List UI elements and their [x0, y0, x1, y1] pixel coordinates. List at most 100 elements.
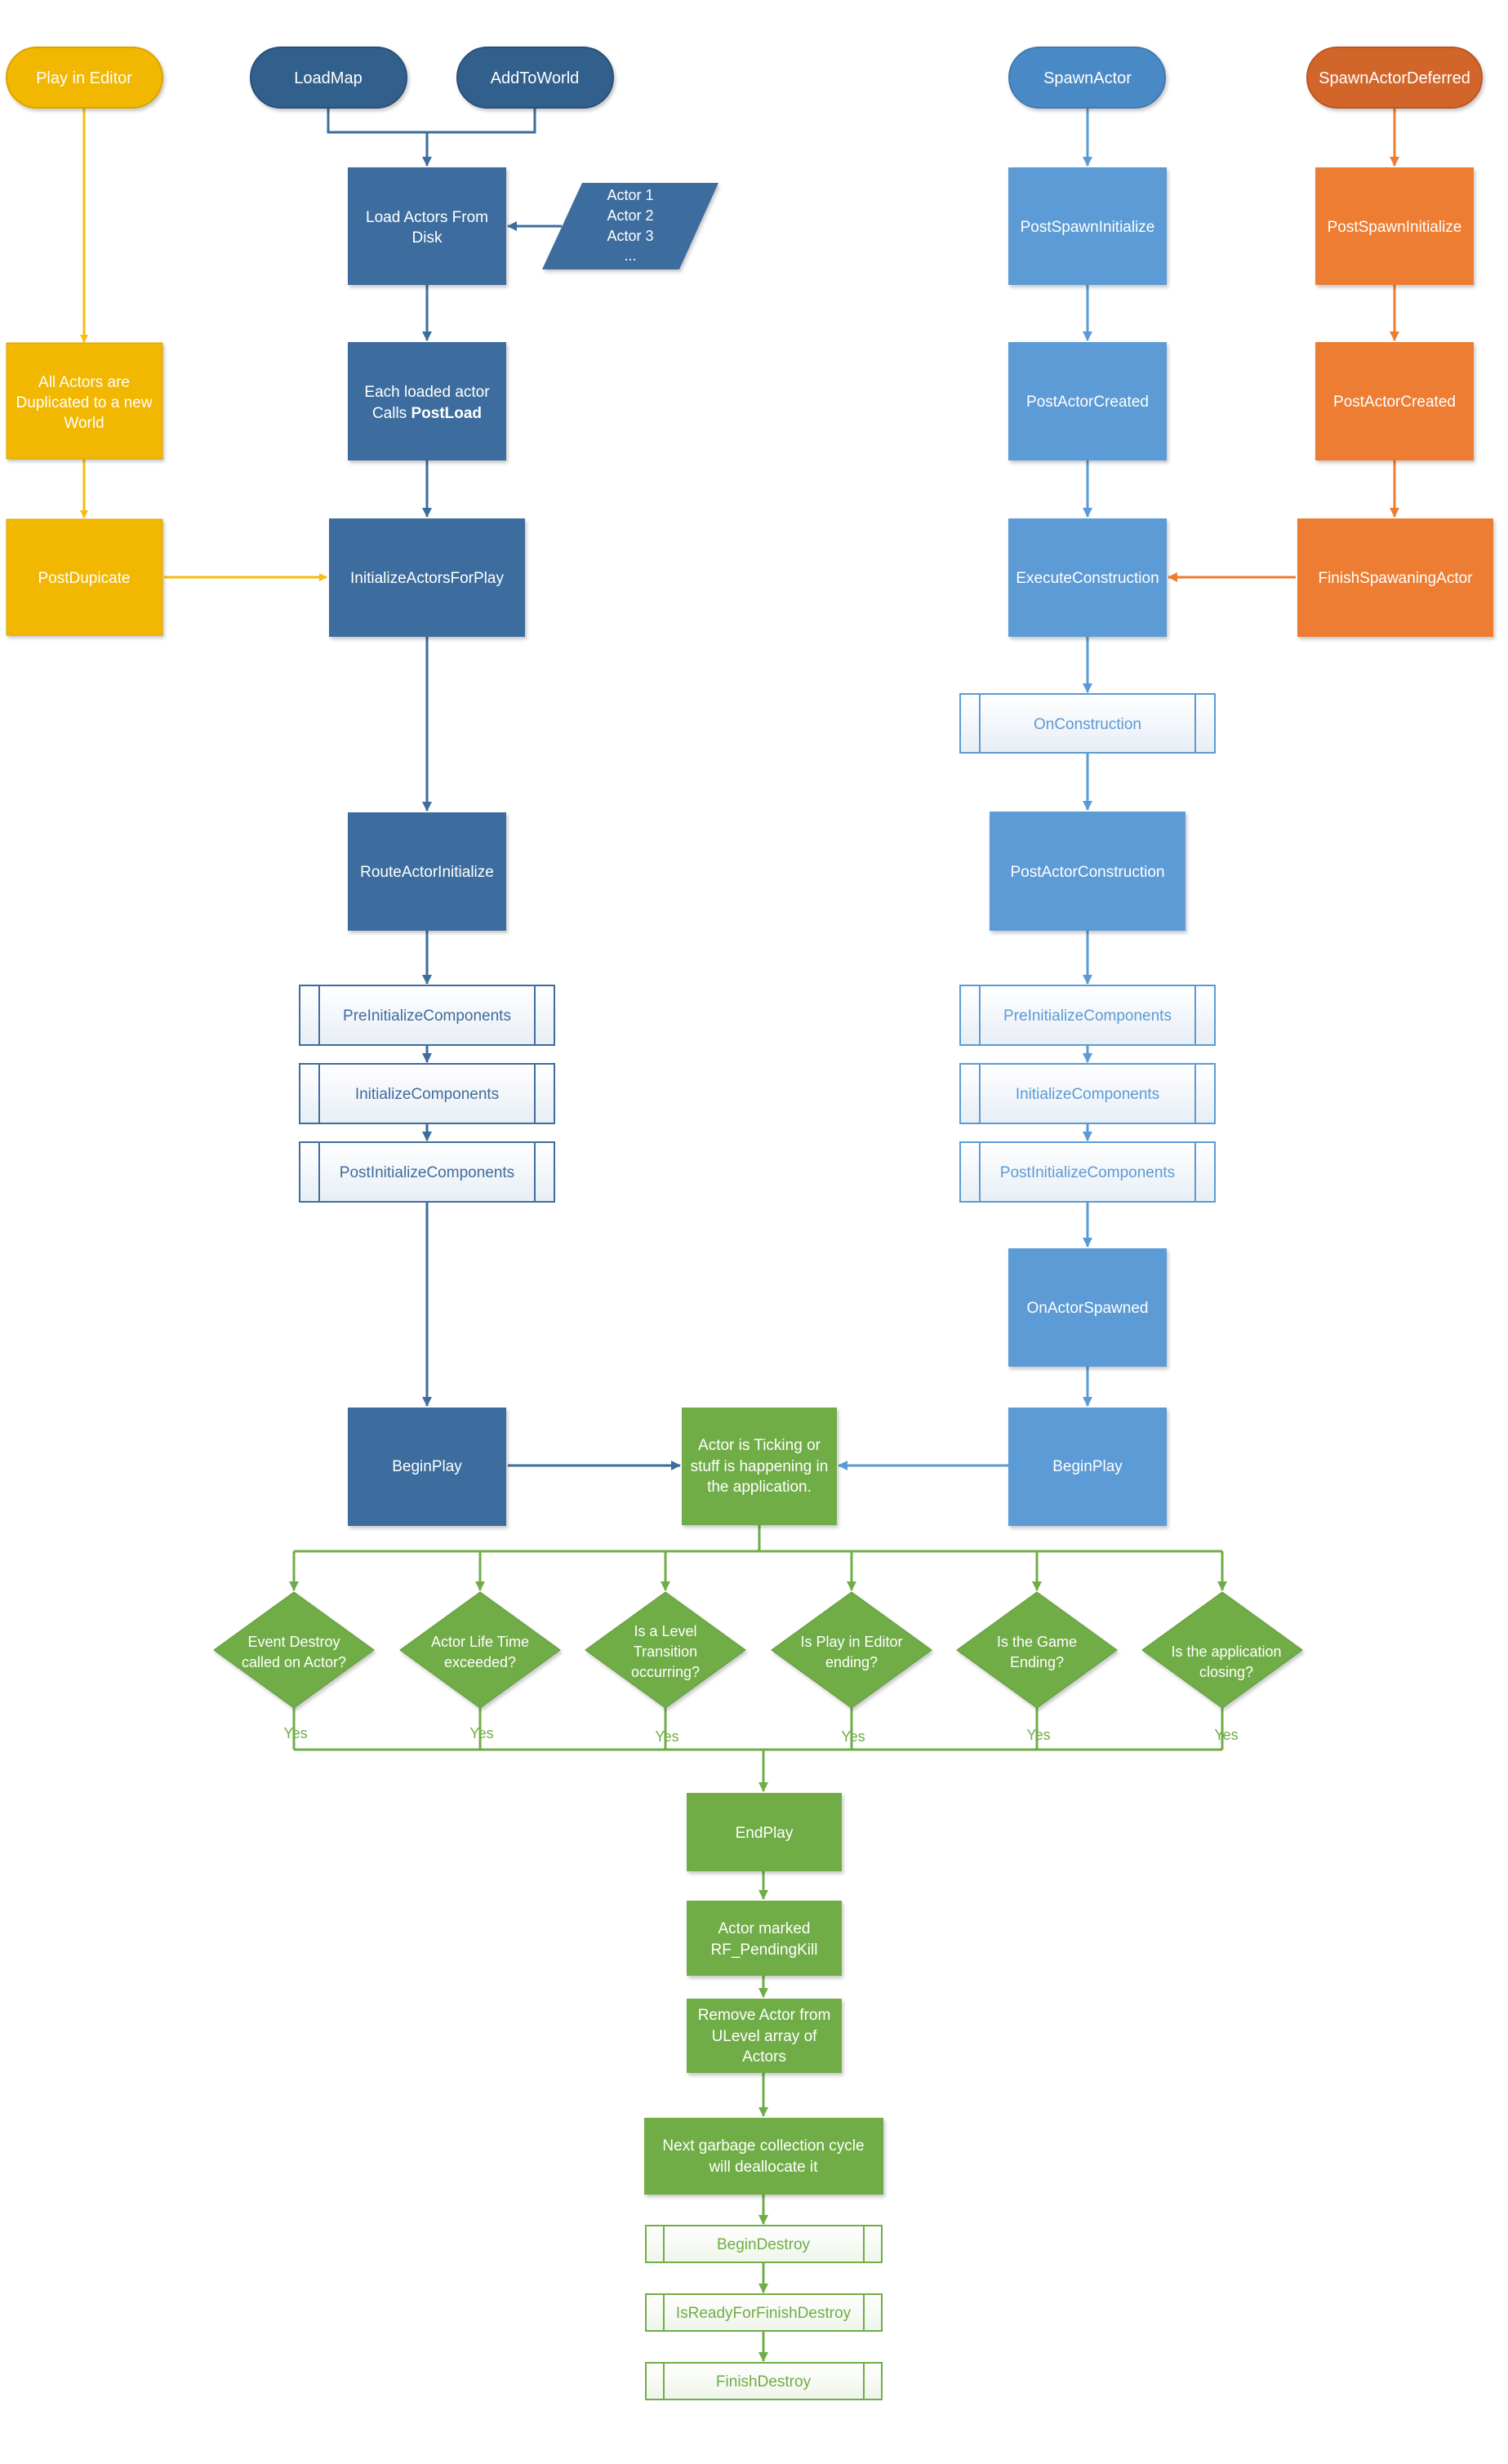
- post-load-bold: PostLoad: [411, 405, 482, 422]
- spawn-post-actor-created-process[interactable]: PostActorCreated: [1008, 342, 1167, 460]
- yes-label-6: Yes: [1214, 1727, 1238, 1743]
- finish-destroy-subprocess[interactable]: FinishDestroy: [645, 2362, 883, 2400]
- lifetime-section: Actor is Ticking or stuff is happening i…: [213, 1408, 1303, 2400]
- editor-column: Play in Editor All Actors are Duplicated…: [6, 47, 163, 636]
- spawn-begin-play-process[interactable]: BeginPlay: [1008, 1408, 1167, 1526]
- spawn-post-actor-created-label: PostActorCreated: [1026, 394, 1149, 411]
- spawn-initialize-components-subprocess[interactable]: InitializeComponents: [959, 1063, 1216, 1124]
- pending-kill-process[interactable]: Actor marked RF_PendingKill: [687, 1901, 842, 1976]
- spawn-post-spawn-initialize-process[interactable]: PostSpawnInitialize: [1008, 167, 1167, 285]
- garbage-collection-label-2: will deallocate it: [708, 2159, 818, 2176]
- load-initialize-components-subprocess[interactable]: InitializeComponents: [299, 1063, 555, 1124]
- decision-event-destroy-line-1: Event Destroy: [247, 1634, 340, 1650]
- deferred-post-actor-created-process[interactable]: PostActorCreated: [1315, 342, 1474, 460]
- post-actor-construction-label: PostActorConstruction: [1010, 864, 1164, 881]
- decision-game-ending-line-1: Is the Game: [997, 1634, 1077, 1650]
- decision-event-destroy-line-2: called on Actor?: [242, 1654, 346, 1670]
- decision-life-time-line-2: exceeded?: [444, 1654, 516, 1670]
- spawn-pre-initialize-components-label: PreInitializeComponents: [1003, 1007, 1172, 1025]
- actors-duplicated-label-1: All Actors are: [38, 374, 130, 391]
- spawn-column: SpawnActor PostSpawnInitialize PostActor…: [959, 47, 1216, 1526]
- finish-spawning-actor-label: FinishSpawaningActor: [1318, 570, 1473, 587]
- add-to-world-terminal[interactable]: AddToWorld: [456, 47, 614, 109]
- play-in-editor-label: Play in Editor: [36, 69, 132, 87]
- post-duplicate-process[interactable]: PostDupicate: [6, 518, 163, 636]
- decision-pie-ending-line-2: ending?: [825, 1654, 878, 1670]
- play-in-editor-terminal[interactable]: Play in Editor: [6, 47, 163, 109]
- spawn-post-initialize-components-label: PostInitializeComponents: [1000, 1164, 1175, 1181]
- add-to-world-label: AddToWorld: [491, 69, 580, 87]
- load-actors-label-2: Disk: [412, 229, 443, 247]
- load-pre-initialize-components-subprocess[interactable]: PreInitializeComponents: [299, 985, 555, 1046]
- actor-ticking-label-2: stuff is happening in: [691, 1458, 829, 1475]
- remove-actor-label-2: ULevel array of: [712, 2028, 818, 2045]
- on-construction-label: OnConstruction: [1034, 716, 1141, 733]
- actor-list-item-1: Actor 1: [607, 187, 653, 203]
- finish-spawning-actor-process[interactable]: FinishSpawaningActor: [1297, 518, 1493, 637]
- spawn-initialize-components-label: InitializeComponents: [1016, 1086, 1159, 1103]
- on-actor-spawned-process[interactable]: OnActorSpawned: [1008, 1248, 1167, 1367]
- begin-destroy-subprocess[interactable]: BeginDestroy: [645, 2225, 883, 2263]
- execute-construction-process[interactable]: ExecuteConstruction: [1008, 518, 1167, 637]
- decision-game-ending[interactable]: Is the Game Ending?: [956, 1591, 1118, 1709]
- post-load-process[interactable]: Each loaded actor Calls PostLoad: [348, 342, 506, 460]
- yes-label-4: Yes: [841, 1728, 865, 1745]
- load-begin-play-process[interactable]: BeginPlay: [348, 1408, 506, 1526]
- yes-label-1: Yes: [283, 1725, 307, 1741]
- post-duplicate-label: PostDupicate: [38, 570, 130, 587]
- decision-event-destroy[interactable]: Event Destroy called on Actor?: [213, 1591, 375, 1709]
- spawn-actor-terminal[interactable]: SpawnActor: [1008, 47, 1166, 109]
- decision-game-ending-line-2: Ending?: [1010, 1654, 1064, 1670]
- garbage-collection-process[interactable]: Next garbage collection cycle will deall…: [644, 2118, 883, 2195]
- load-post-initialize-components-subprocess[interactable]: PostInitializeComponents: [299, 1141, 555, 1203]
- end-play-process[interactable]: EndPlay: [687, 1793, 842, 1871]
- load-map-terminal[interactable]: LoadMap: [250, 47, 407, 109]
- actor-list-item-2: Actor 2: [607, 207, 653, 224]
- decision-pie-ending-line-1: Is Play in Editor: [800, 1634, 902, 1650]
- is-ready-for-finish-destroy-subprocess[interactable]: IsReadyForFinishDestroy: [645, 2293, 883, 2332]
- actor-list-data[interactable]: Actor 1 Actor 2 Actor 3 ...: [542, 183, 718, 269]
- decision-level-transition-line-2: Transition: [634, 1643, 697, 1660]
- yes-label-5: Yes: [1026, 1727, 1050, 1743]
- route-actor-initialize-label: RouteActorInitialize: [360, 864, 494, 881]
- spawn-actor-deferred-terminal[interactable]: SpawnActorDeferred: [1306, 47, 1483, 109]
- decision-application-closing[interactable]: Is the application closing?: [1141, 1591, 1303, 1709]
- route-actor-initialize-process[interactable]: RouteActorInitialize: [348, 812, 506, 931]
- decision-level-transition[interactable]: Is a Level Transition occurring?: [585, 1591, 746, 1709]
- connectors: [80, 108, 1399, 2362]
- edge-addtoworld-to-loadactors: [427, 108, 536, 134]
- load-begin-play-label: BeginPlay: [392, 1458, 462, 1475]
- deferred-column: SpawnActorDeferred PostSpawnInitialize P…: [1297, 47, 1493, 637]
- post-load-label-1: Each loaded actor: [364, 384, 490, 401]
- is-ready-for-finish-destroy-label: IsReadyForFinishDestroy: [676, 2305, 852, 2322]
- edge-loadmap-to-loadactors: [327, 108, 432, 167]
- load-actors-from-disk-process[interactable]: Load Actors From Disk: [348, 167, 506, 285]
- actor-ticking-process[interactable]: Actor is Ticking or stuff is happening i…: [682, 1408, 837, 1525]
- load-post-initialize-components-label: PostInitializeComponents: [340, 1164, 514, 1181]
- initialize-actors-for-play-process[interactable]: InitializeActorsForPlay: [329, 518, 525, 637]
- spawn-post-initialize-components-subprocess[interactable]: PostInitializeComponents: [959, 1141, 1216, 1203]
- decision-app-closing-line-2: closing?: [1199, 1664, 1253, 1680]
- remove-actor-process[interactable]: Remove Actor from ULevel array of Actors: [687, 1999, 842, 2073]
- decision-life-time-exceeded[interactable]: Actor Life Time exceeded?: [399, 1591, 561, 1709]
- execute-construction-label: ExecuteConstruction: [1016, 570, 1159, 587]
- post-load-label-2: Calls PostLoad: [372, 405, 482, 422]
- on-construction-subprocess[interactable]: OnConstruction: [959, 693, 1216, 754]
- decision-play-in-editor-ending[interactable]: Is Play in Editor ending?: [771, 1591, 932, 1709]
- post-actor-construction-process[interactable]: PostActorConstruction: [990, 812, 1185, 931]
- decision-app-closing-line-1: Is the application: [1171, 1643, 1281, 1660]
- actor-ticking-label-3: the application.: [707, 1479, 812, 1496]
- load-pre-initialize-components-label: PreInitializeComponents: [343, 1007, 511, 1025]
- spawn-pre-initialize-components-subprocess[interactable]: PreInitializeComponents: [959, 985, 1216, 1046]
- load-map-label: LoadMap: [294, 69, 362, 87]
- actors-duplicated-process[interactable]: All Actors are Duplicated to a new World: [6, 342, 163, 460]
- deferred-post-spawn-initialize-process[interactable]: PostSpawnInitialize: [1315, 167, 1474, 285]
- load-initialize-components-label: InitializeComponents: [355, 1086, 499, 1103]
- finish-destroy-label: FinishDestroy: [716, 2373, 812, 2391]
- remove-actor-label-3: Actors: [742, 2048, 786, 2066]
- yes-label-3: Yes: [655, 1728, 678, 1745]
- pending-kill-label-1: Actor marked: [718, 1920, 811, 1937]
- actors-duplicated-label-2: Duplicated to a new: [16, 394, 153, 411]
- decision-level-transition-line-1: Is a Level: [634, 1623, 696, 1639]
